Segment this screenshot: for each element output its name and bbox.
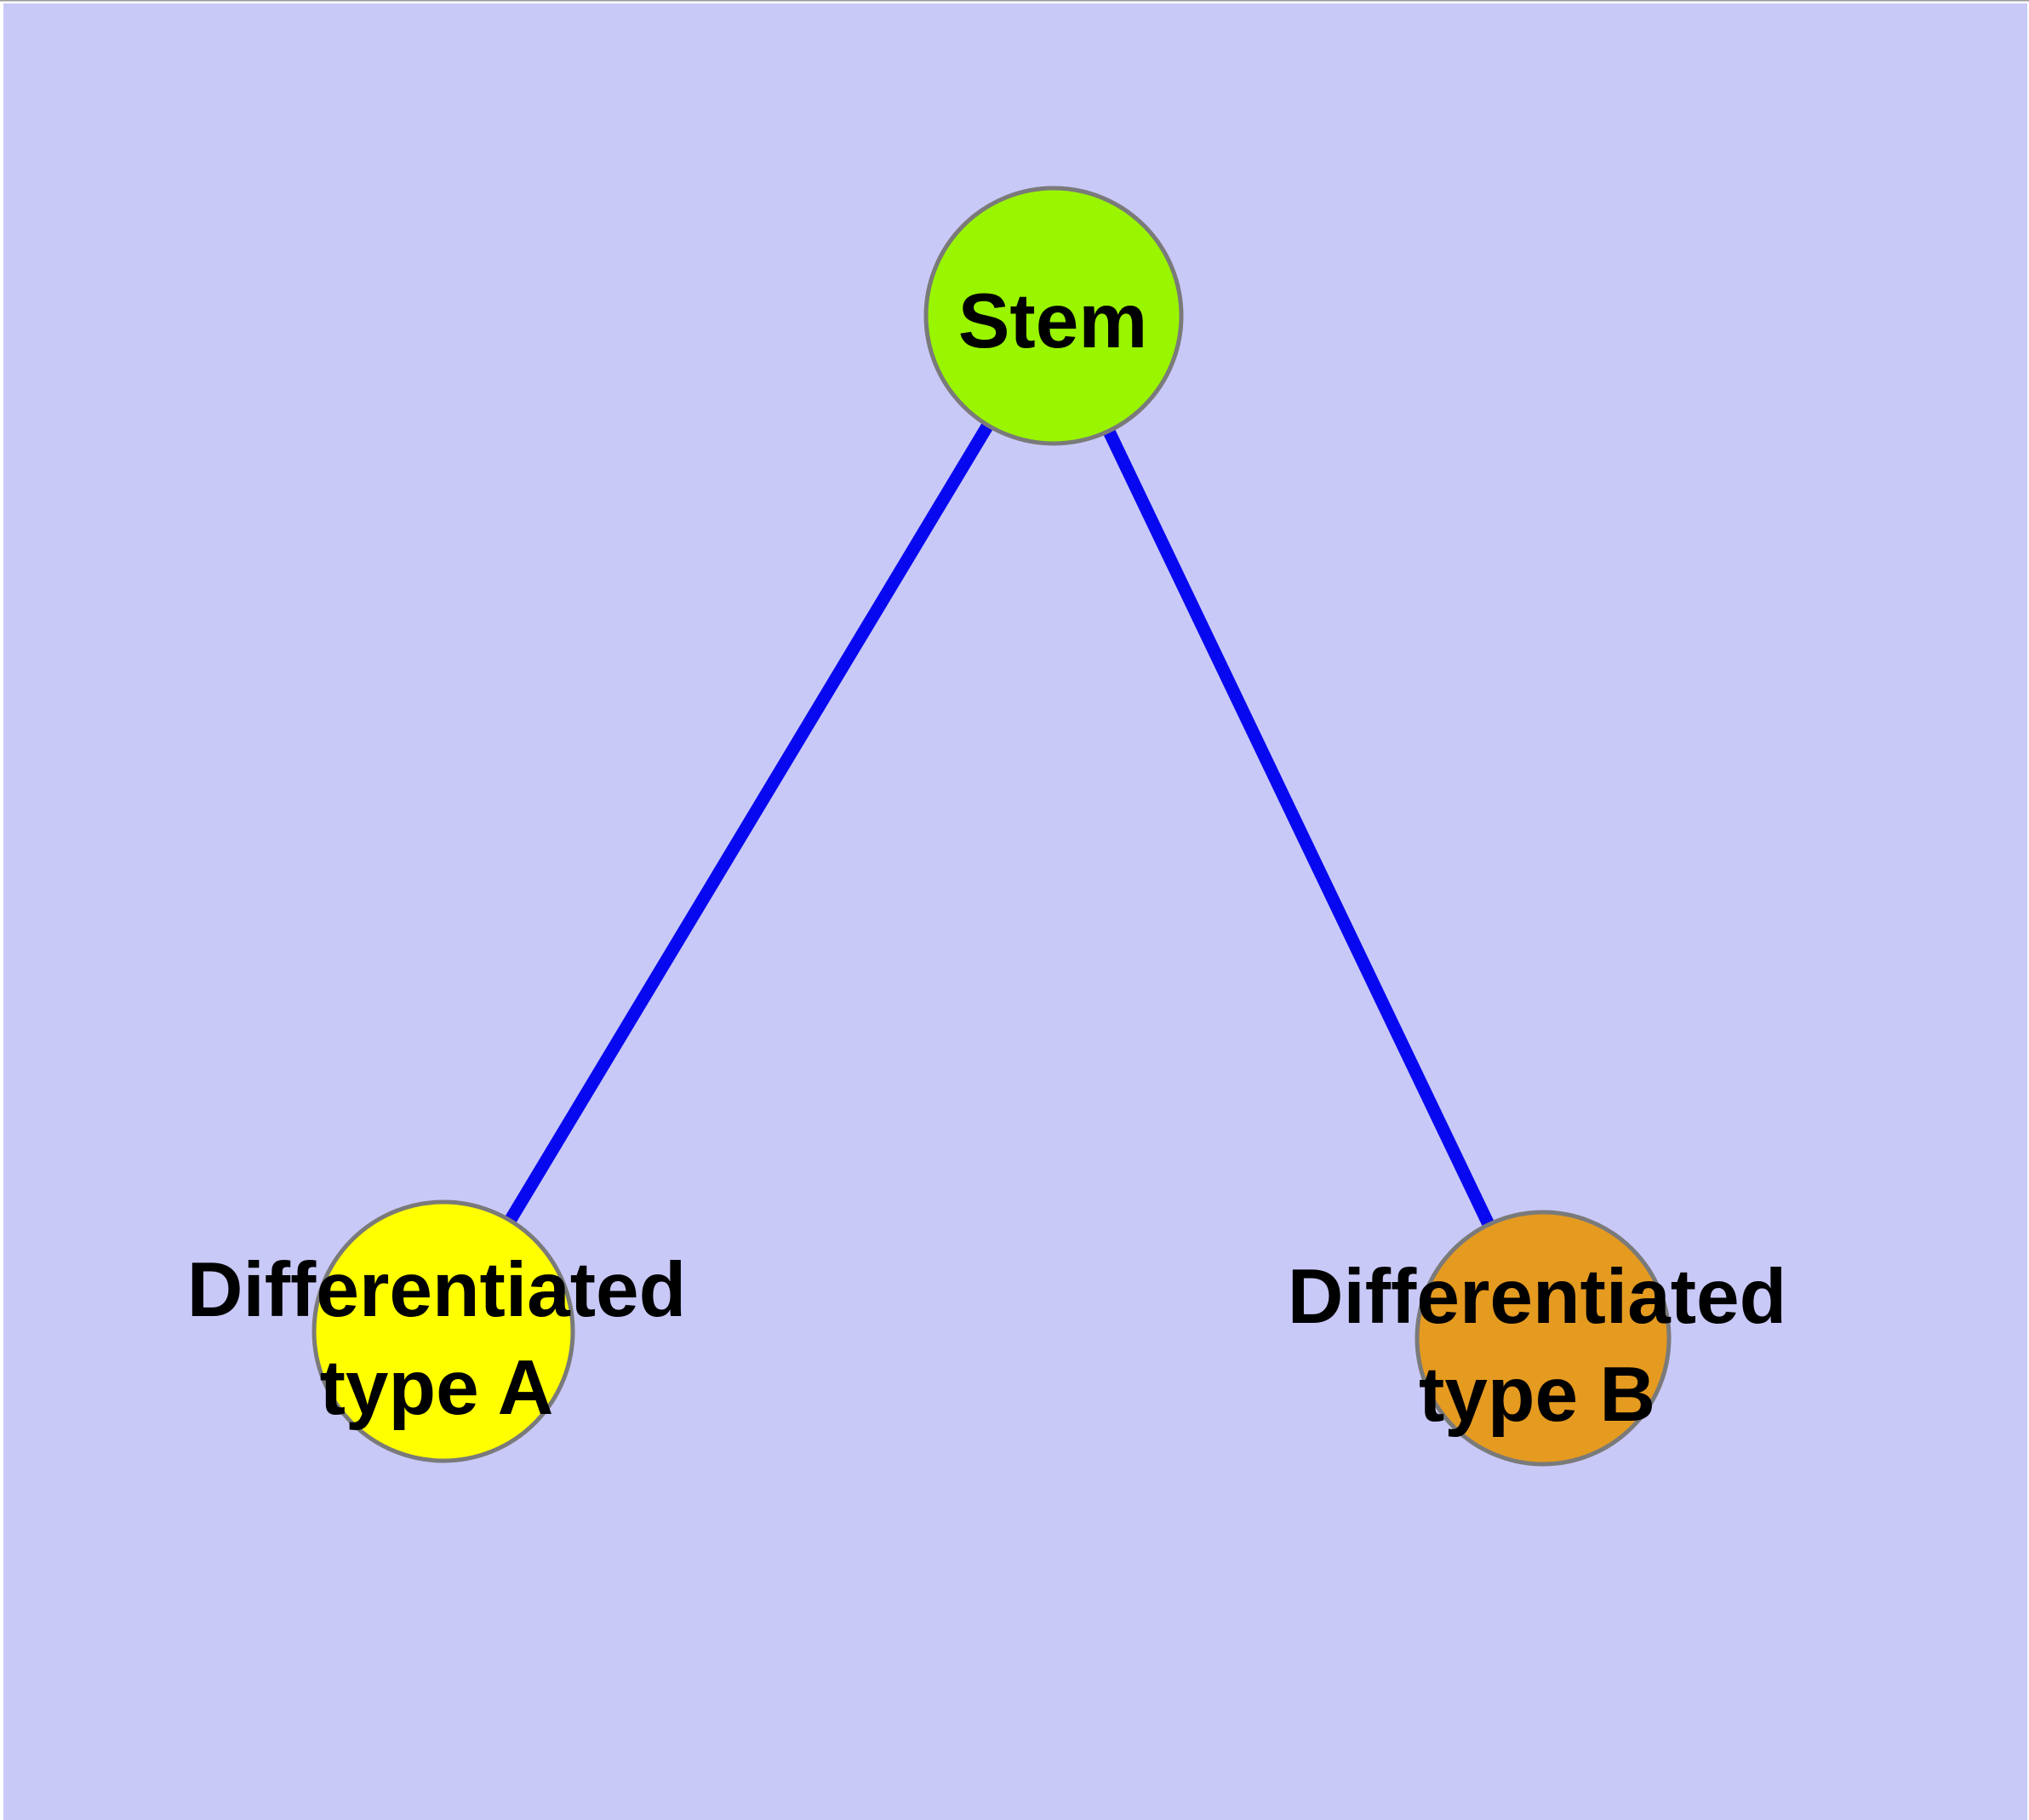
type-b-label-line2: type B [1419,1352,1655,1438]
edge-stem-to-type-b [1048,312,1549,1342]
type-a-label-line1: Differentiated [187,1247,687,1333]
top-hairline [0,0,2029,2]
stem-node [923,186,1184,446]
type-b-label-line1: Differentiated [1288,1254,1787,1340]
stem-node-label: Stem [958,278,1148,364]
edge-stem-to-type-a [437,312,1060,1335]
type-a-label-line2: type A [320,1345,554,1431]
differentiated-type-a-node [311,1199,575,1463]
differentiated-type-b-node [1415,1210,1672,1467]
